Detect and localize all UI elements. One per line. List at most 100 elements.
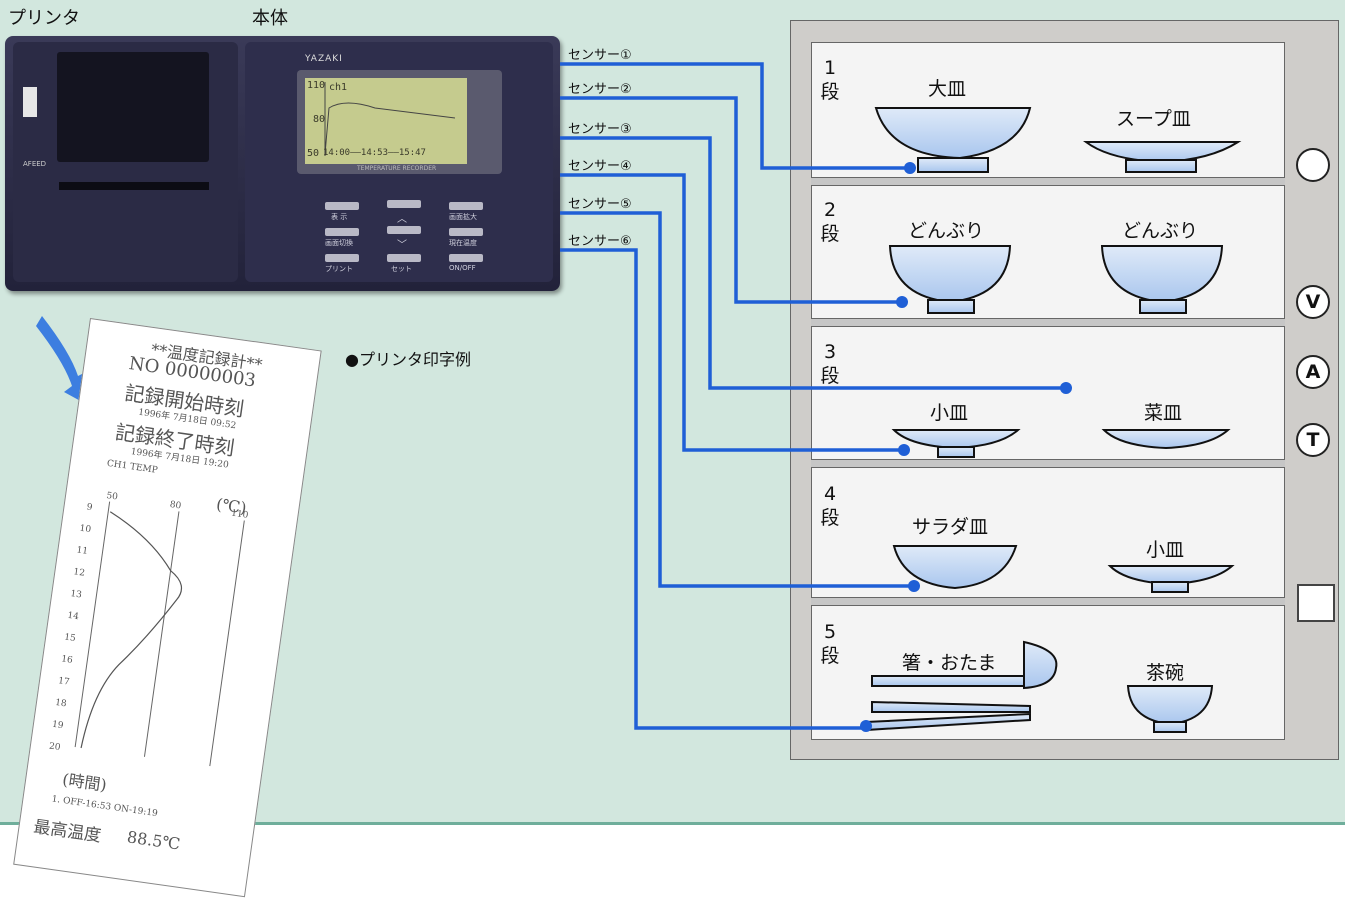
tier-number: 3 — [823, 341, 837, 363]
tier-unit: 段 — [820, 507, 840, 529]
dish-label: スープ皿 — [1116, 108, 1191, 130]
paper-slit — [59, 182, 209, 190]
control-t-button[interactable]: T — [1296, 423, 1330, 457]
hour-tick: 16 — [60, 654, 74, 666]
ladle-utensil — [871, 640, 1058, 690]
chopsticks-utensil — [865, 700, 1031, 732]
printer-unit: AFEED — [13, 42, 238, 282]
hour-tick: 15 — [63, 632, 77, 645]
hour-tick: 10 — [78, 523, 92, 536]
zoom-button-label: 画面拡大 — [449, 213, 477, 221]
rice-bowl-dish — [1126, 685, 1214, 733]
tier-unit: 段 — [820, 81, 840, 103]
dish-label: サラダ皿 — [912, 516, 989, 538]
zoom-button[interactable] — [449, 202, 483, 210]
lcd-caption: TEMPERATURE RECORDER — [357, 165, 437, 172]
lcd-screen: 110 ch1 80 50 14:00——14:53——15:47 — [305, 78, 467, 164]
tier-number: 5 — [823, 621, 837, 643]
body-label: 本体 — [252, 8, 288, 29]
hour-tick: 12 — [72, 567, 86, 579]
printer-label: プリンタ — [8, 8, 80, 29]
power-button-label: ON/OFF — [449, 264, 476, 272]
sensor-label-6: センサー⑥ — [568, 234, 632, 249]
hour-tick: 14 — [66, 610, 80, 623]
sensor-label-1: センサー① — [568, 48, 632, 63]
power-button[interactable] — [449, 254, 483, 262]
display-button-label: 表 示 — [331, 213, 348, 221]
hour-tick: 19 — [51, 719, 65, 732]
control-a-button[interactable]: A — [1296, 355, 1330, 389]
hour-tick: 17 — [57, 676, 71, 688]
side-plate-dish — [1101, 429, 1231, 450]
time-axis-label: (時間) — [61, 769, 108, 795]
lcd-top: 110 — [307, 80, 326, 91]
set-button-label: セット — [391, 265, 412, 273]
max-temp-label: 最高温度 — [32, 817, 103, 847]
channel-label: CH1 TEMP — [106, 458, 159, 476]
sensor-wire-4 — [560, 173, 904, 452]
tier-number: 4 — [823, 483, 837, 505]
paper-cover — [57, 52, 209, 162]
sensor-wire-3 — [560, 136, 1066, 390]
lcd-channel: ch1 — [329, 82, 348, 93]
sensor-wire-1 — [560, 62, 910, 170]
lcd-graph — [324, 82, 456, 156]
current-temp-button[interactable] — [449, 228, 483, 236]
dish-label: 茶碗 — [1146, 662, 1185, 684]
tier-number: 2 — [823, 199, 837, 221]
start-button[interactable] — [1296, 148, 1330, 182]
down-button[interactable] — [387, 226, 421, 234]
recorder-body: YAZAKI 110 ch1 80 50 14:00——14:53——15:47… — [245, 42, 553, 282]
control-v-button[interactable]: V — [1296, 285, 1330, 319]
shelf-divider — [811, 459, 1285, 468]
dish-label: 菜皿 — [1144, 402, 1183, 424]
screen-switch-button[interactable] — [325, 228, 359, 236]
dish-label: どんぶり — [908, 220, 985, 242]
set-button[interactable] — [387, 254, 421, 262]
shelf-divider — [811, 597, 1285, 606]
temperature-recorder-device: AFEED YAZAKI 110 ch1 80 50 14:00——14:53—… — [5, 36, 560, 291]
sensor-label-3: センサー③ — [568, 122, 632, 137]
hour-tick: 11 — [75, 545, 89, 557]
dish-label: どんぶり — [1122, 220, 1199, 242]
display-button[interactable] — [325, 202, 359, 210]
dish-label: 大皿 — [928, 78, 967, 100]
hour-tick: 9 — [85, 502, 93, 514]
shelf-divider — [811, 318, 1285, 327]
tier-unit: 段 — [820, 645, 840, 667]
screen-switch-label: 画面切換 — [325, 239, 353, 247]
dish-label: 箸・おたま — [902, 652, 997, 674]
tier-number: 1 — [823, 57, 837, 79]
salad-plate-dish — [892, 545, 1018, 590]
paper-tab — [23, 87, 37, 117]
print-button[interactable] — [325, 254, 359, 262]
bowl-dish — [1100, 245, 1224, 314]
sensor-wire-2 — [560, 96, 902, 304]
cabinet-interior — [811, 42, 1285, 740]
tier-unit: 段 — [820, 365, 840, 387]
lcd-times: 14:00——14:53——15:47 — [323, 148, 426, 158]
sensor-wire-6 — [560, 248, 866, 730]
hour-tick: 13 — [69, 589, 83, 601]
shelf-divider — [811, 177, 1285, 186]
print-sample-receipt: **温度記録計** NO 00000003 記録開始時刻 1996年 7月18日… — [13, 318, 322, 898]
square-button[interactable] — [1297, 584, 1335, 622]
receipt-temperature-graph — [74, 501, 245, 767]
sensor-wire-5 — [560, 211, 914, 588]
hour-tick: 20 — [48, 741, 62, 754]
current-temp-label: 現在温度 — [449, 239, 477, 247]
hour-tick: 18 — [54, 697, 68, 710]
up-arrow-icon: ︿ — [397, 214, 407, 225]
up-button[interactable] — [387, 200, 421, 208]
small-plate-dish — [1107, 565, 1235, 593]
lcd-bottom: 50 — [307, 148, 320, 159]
sensor-label-5: センサー⑤ — [568, 197, 632, 212]
brand-logo: YAZAKI — [305, 54, 343, 64]
sensor-label-4: センサー④ — [568, 159, 632, 174]
sensor-wires — [560, 62, 1066, 730]
